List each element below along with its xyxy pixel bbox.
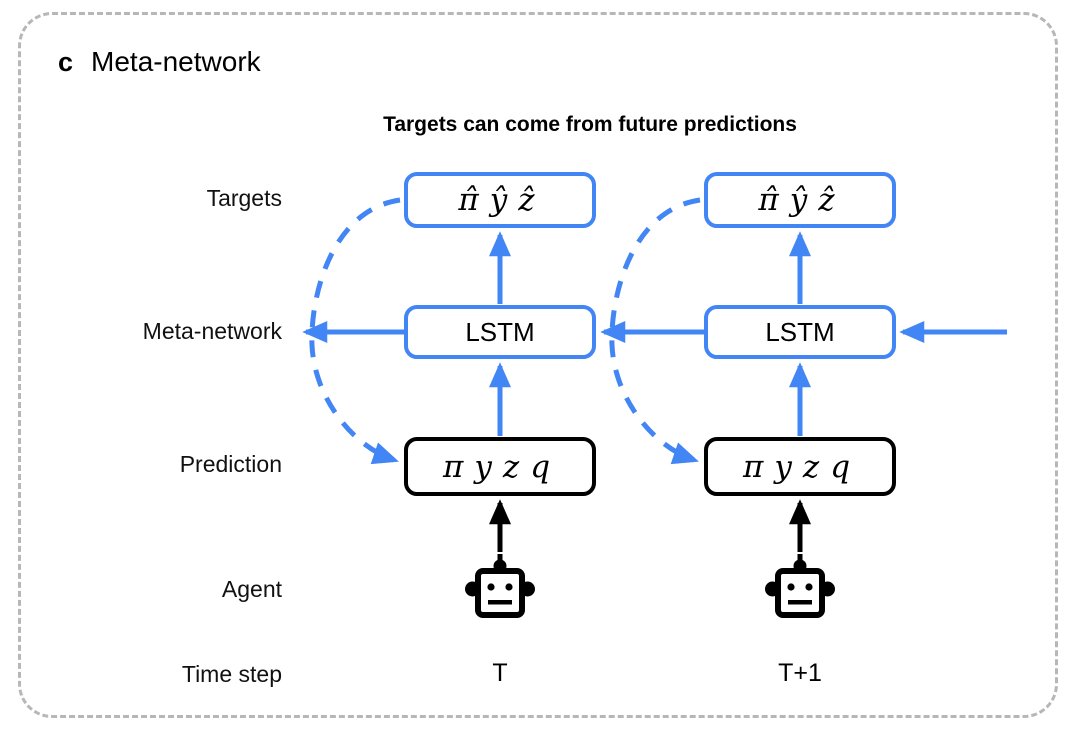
lstm-label-T1: LSTM — [765, 316, 835, 347]
time-step-value-T: T — [492, 659, 508, 687]
edge-targets-to-prediction-T — [309, 197, 401, 465]
row-label-time-step: Time step — [181, 661, 282, 687]
row-label-prediction: Prediction — [179, 451, 282, 477]
figure-subtitle: Targets can come from future predictions — [383, 113, 797, 136]
panel-heading: c Meta-network — [58, 46, 261, 78]
row-label-targets: Targets — [206, 185, 282, 211]
robot-icon — [765, 554, 835, 618]
lstm-box-T[interactable]: LSTM — [404, 305, 596, 359]
page-title: Meta-network — [91, 46, 261, 77]
panel-letter: c — [58, 47, 74, 77]
edge-targets-to-prediction-T1 — [609, 197, 701, 465]
row-label-meta-network: Meta-network — [142, 318, 282, 344]
robot-icon — [465, 554, 535, 618]
time-step-value-T1: T+1 — [778, 659, 822, 687]
row-label-agent: Agent — [221, 576, 282, 602]
lstm-label-T: LSTM — [465, 316, 535, 347]
lstm-box-T1[interactable]: LSTM — [704, 305, 896, 359]
